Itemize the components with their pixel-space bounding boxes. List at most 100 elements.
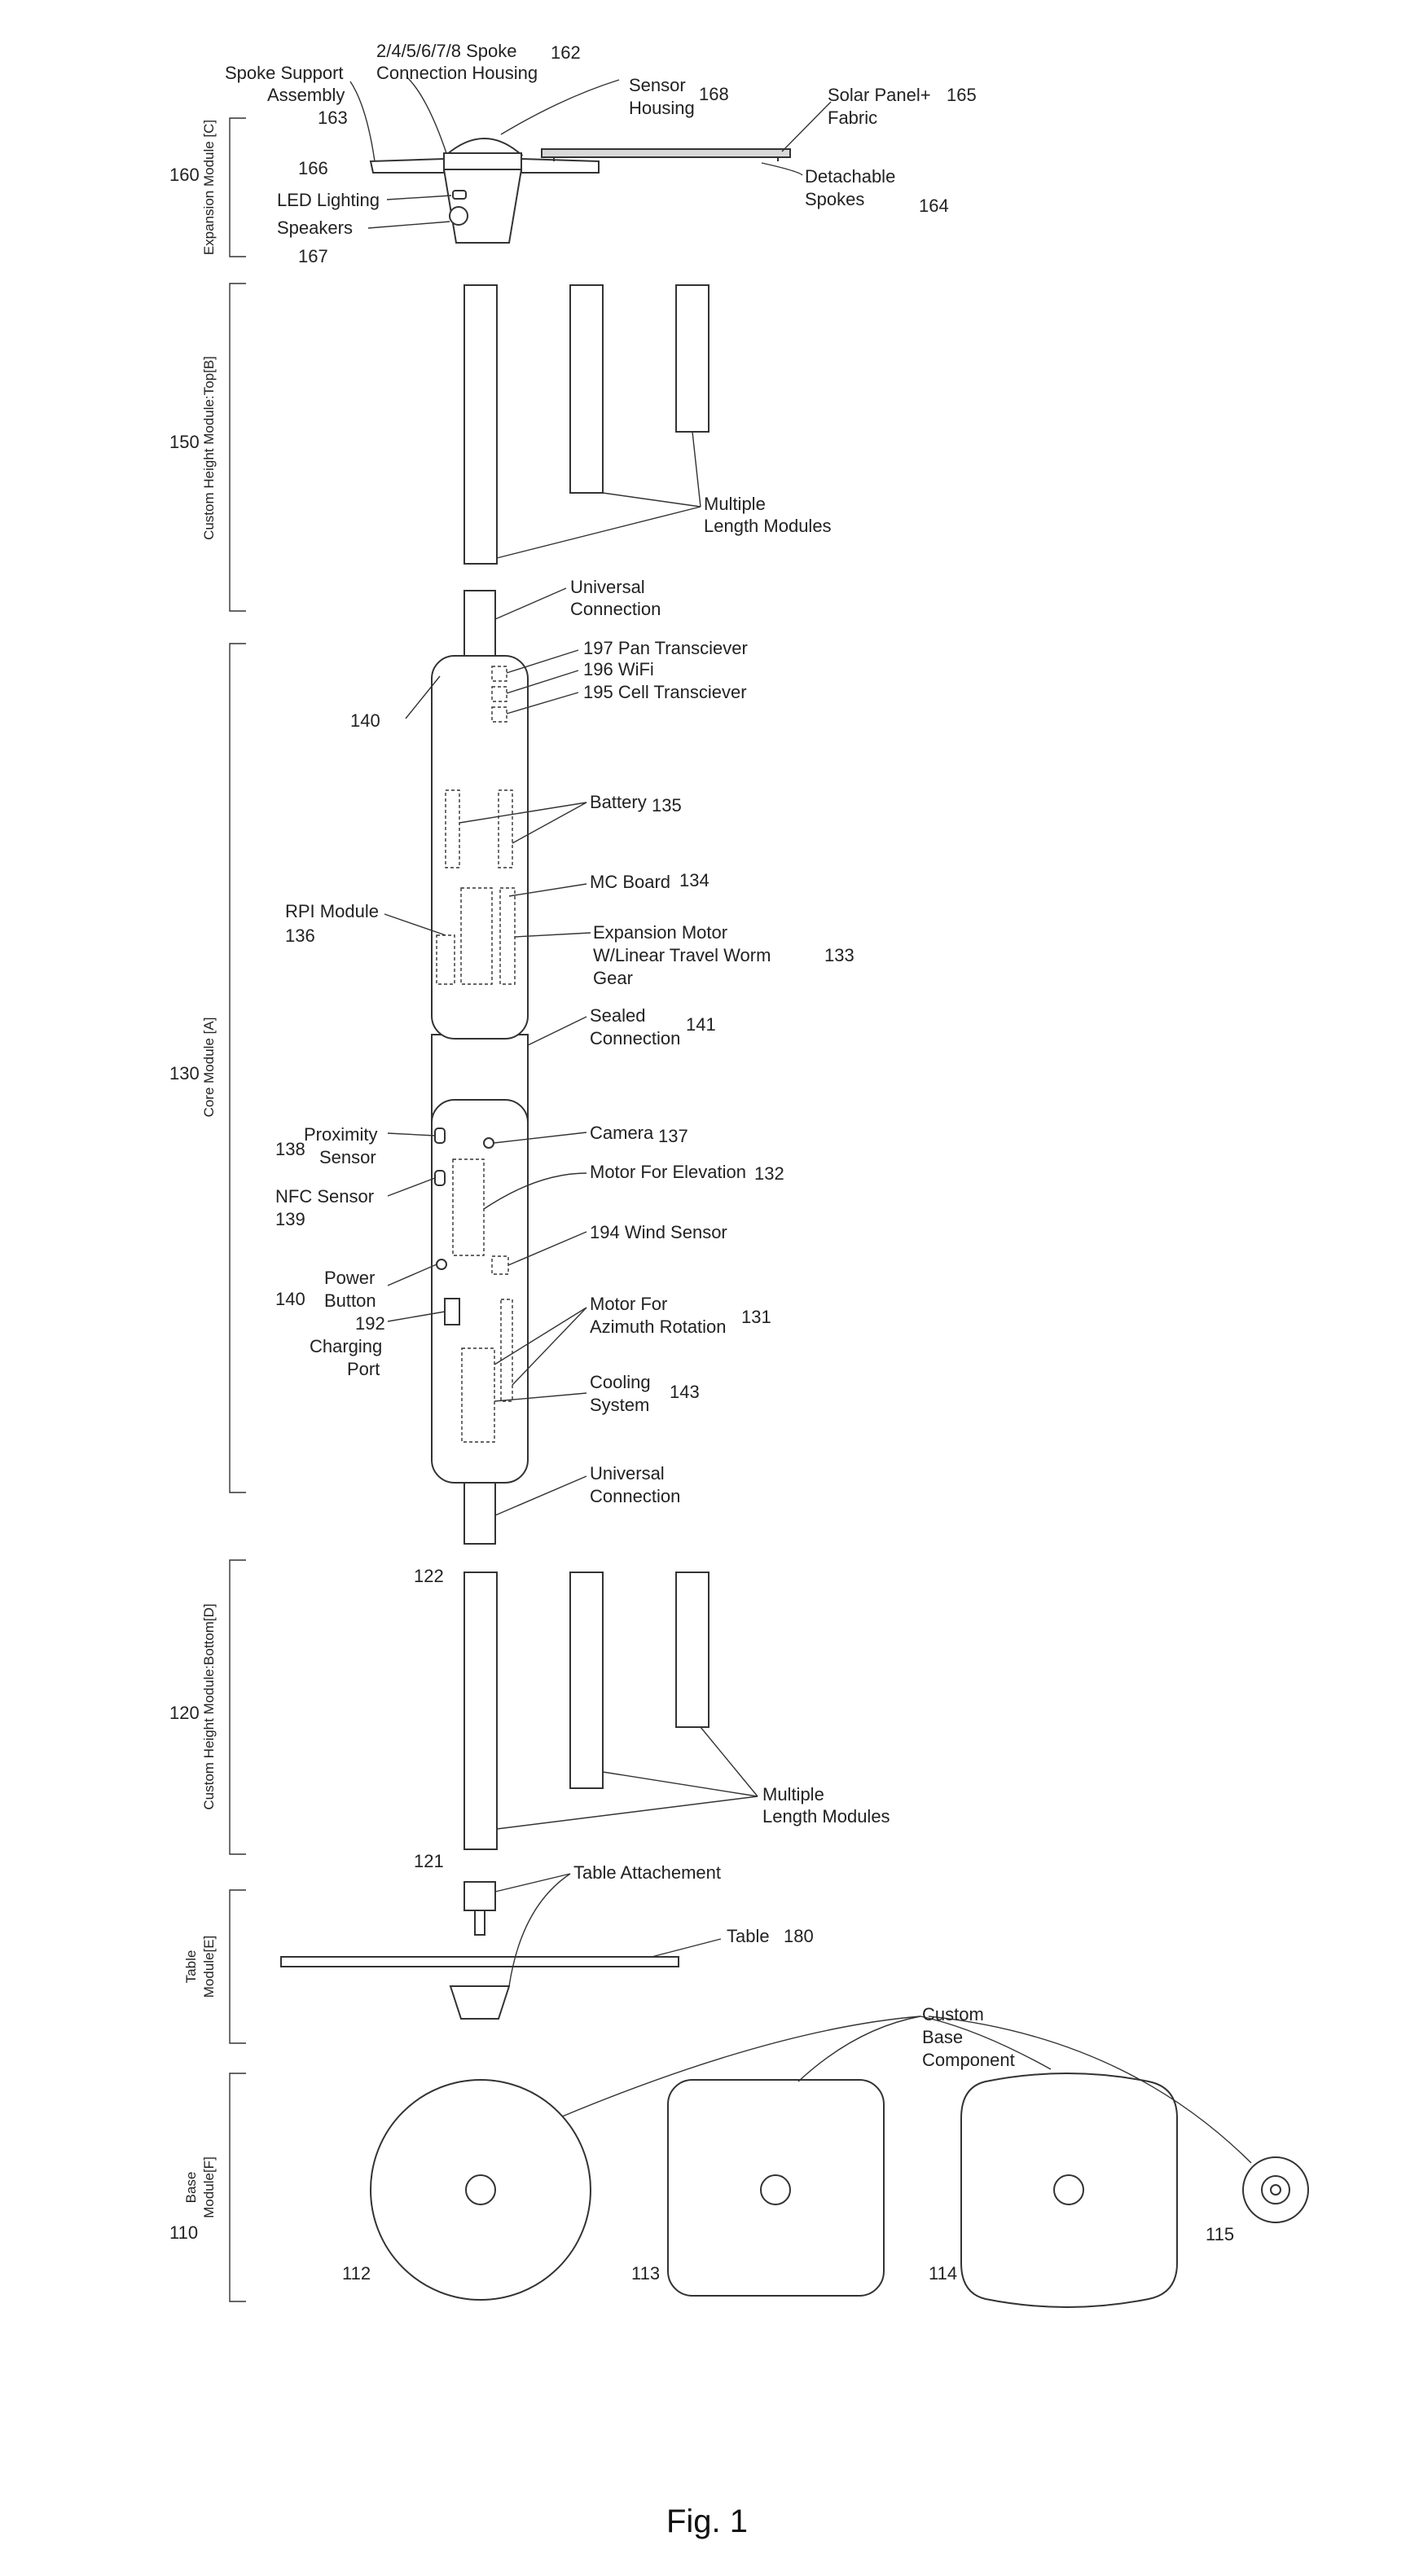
label-ref-121: 121 bbox=[414, 1851, 444, 1871]
label-spoke-connection-l2: Connection Housing bbox=[376, 63, 538, 83]
label-ref-140-top: 140 bbox=[350, 710, 380, 731]
table-attachment-pin bbox=[475, 1910, 485, 1935]
wind-sensor-element bbox=[492, 1256, 508, 1274]
label-solar-panel-l1: Solar Panel+ bbox=[828, 85, 931, 105]
label-speakers: Speakers bbox=[277, 218, 353, 238]
label-motor-elevation: Motor For Elevation bbox=[590, 1162, 746, 1182]
bracket-bottom-height bbox=[230, 1560, 246, 1854]
label-top-multiple-l1: Multiple bbox=[704, 494, 766, 514]
label-universal-top-l2: Connection bbox=[570, 599, 661, 619]
label-battery-ref: 135 bbox=[652, 795, 682, 815]
bracket-table bbox=[230, 1890, 246, 2043]
base-round-hub bbox=[466, 2175, 495, 2205]
label-sealed-ref: 141 bbox=[686, 1014, 716, 1035]
label-spoke-connection-l1: 2/4/5/6/7/8 Spoke bbox=[376, 41, 516, 61]
label-spoke-support-l2: Assembly bbox=[267, 85, 345, 105]
label-battery: Battery bbox=[590, 792, 647, 812]
label-ref-166: 166 bbox=[298, 158, 328, 178]
label-power-l2: Button bbox=[324, 1290, 376, 1311]
module-name-core: Core Module [A] bbox=[201, 1018, 217, 1118]
camera-element bbox=[484, 1138, 494, 1148]
label-proximity-l2: Sensor bbox=[319, 1147, 376, 1167]
label-nfc-ref: 139 bbox=[275, 1209, 305, 1229]
label-azimuth-l2: Azimuth Rotation bbox=[590, 1317, 727, 1337]
label-camera-ref: 137 bbox=[658, 1126, 688, 1146]
label-sealed-l1: Sealed bbox=[590, 1005, 646, 1026]
pan-transceiver-element bbox=[492, 666, 507, 681]
bottom-height-drawing bbox=[464, 1572, 758, 1849]
label-mc-board-ref: 134 bbox=[679, 870, 710, 890]
bottom-length-module-medium bbox=[570, 1572, 603, 1788]
label-expansion-motor-l2: W/Linear Travel Worm bbox=[593, 945, 771, 965]
base-module-drawing bbox=[371, 2016, 1308, 2307]
azimuth-motor-element bbox=[501, 1299, 512, 1401]
label-charging-ref: 192 bbox=[355, 1313, 385, 1334]
module-name-table-l2: Module[E] bbox=[201, 1936, 217, 1998]
battery-left bbox=[446, 790, 459, 868]
label-cooling-ref: 143 bbox=[670, 1382, 700, 1402]
label-ref-115: 115 bbox=[1206, 2224, 1234, 2244]
label-solar-panel-l2: Fabric bbox=[828, 108, 877, 128]
module-ref-top-height: 150 bbox=[169, 432, 200, 452]
table-attachment-base bbox=[450, 1986, 509, 2019]
module-name-base-l2: Module[F] bbox=[201, 2156, 217, 2218]
module-name-top-height: Custom Height Module:Top[B] bbox=[201, 356, 217, 540]
table-top bbox=[281, 1957, 679, 1967]
label-detachable-ref: 164 bbox=[919, 196, 949, 216]
spoke-connection-housing bbox=[444, 153, 521, 169]
label-ref-113: 113 bbox=[631, 2263, 660, 2284]
label-cooling-l1: Cooling bbox=[590, 1372, 651, 1392]
label-speakers-ref: 167 bbox=[298, 246, 328, 266]
wifi-element bbox=[492, 687, 507, 701]
label-table-ref: 180 bbox=[784, 1926, 814, 1946]
nfc-sensor-element bbox=[435, 1171, 445, 1185]
label-custom-base-l1: Custom bbox=[922, 2004, 984, 2024]
top-height-drawing bbox=[464, 285, 709, 564]
module-name-bottom-height: Custom Height Module:Bottom[D] bbox=[201, 1603, 217, 1809]
label-spoke-support-l1: Spoke Support bbox=[225, 63, 344, 83]
module-ref-bottom-height: 120 bbox=[169, 1703, 200, 1723]
power-button-element bbox=[437, 1259, 446, 1269]
label-azimuth-ref: 131 bbox=[741, 1307, 771, 1327]
cooling-system-element bbox=[462, 1348, 494, 1442]
module-name-base-l1: Base bbox=[183, 2172, 199, 2204]
core-module-drawing bbox=[432, 591, 528, 1544]
label-proximity-l1: Proximity bbox=[304, 1124, 377, 1145]
label-expansion-motor-ref: 133 bbox=[824, 945, 854, 965]
label-camera: Camera bbox=[590, 1123, 654, 1143]
label-power-ref: 140 bbox=[275, 1289, 305, 1309]
top-length-module-medium bbox=[570, 285, 603, 493]
charging-port-element bbox=[445, 1299, 459, 1325]
label-sensor-housing-l2: Housing bbox=[629, 98, 695, 118]
label-motor-elevation-ref: 132 bbox=[754, 1163, 784, 1184]
bracket-expansion bbox=[230, 118, 246, 257]
label-sensor-housing-l1: Sensor bbox=[629, 75, 686, 95]
bottom-length-module-short bbox=[676, 1572, 709, 1727]
label-charging-l1: Charging bbox=[310, 1336, 382, 1356]
elevation-motor-element bbox=[453, 1159, 484, 1255]
label-bottom-multiple-l2: Length Modules bbox=[762, 1806, 890, 1826]
label-azimuth-l1: Motor For bbox=[590, 1294, 667, 1314]
label-universal-bottom-l1: Universal bbox=[590, 1463, 665, 1484]
base-curved-hub bbox=[1054, 2175, 1083, 2205]
proximity-sensor-element bbox=[435, 1128, 445, 1143]
label-proximity-ref: 138 bbox=[275, 1139, 305, 1159]
label-ref-114: 114 bbox=[929, 2263, 957, 2284]
universal-connection-bottom bbox=[464, 1483, 495, 1544]
label-sealed-l2: Connection bbox=[590, 1028, 680, 1048]
top-length-module-short bbox=[676, 285, 709, 432]
universal-connection-top bbox=[464, 591, 495, 657]
label-rpi-ref: 136 bbox=[285, 925, 315, 946]
label-ref-112: 112 bbox=[342, 2263, 371, 2284]
label-detachable-l2: Spokes bbox=[805, 189, 864, 209]
cell-transceiver-element bbox=[492, 707, 507, 722]
led-lighting-element bbox=[453, 191, 466, 199]
label-expansion-motor-l3: Gear bbox=[593, 968, 633, 988]
label-mc-board: MC Board bbox=[590, 872, 670, 892]
module-ref-core: 130 bbox=[169, 1063, 200, 1084]
label-custom-base-l3: Component bbox=[922, 2050, 1015, 2070]
label-bottom-multiple-l1: Multiple bbox=[762, 1784, 824, 1805]
label-power-l1: Power bbox=[324, 1268, 375, 1288]
